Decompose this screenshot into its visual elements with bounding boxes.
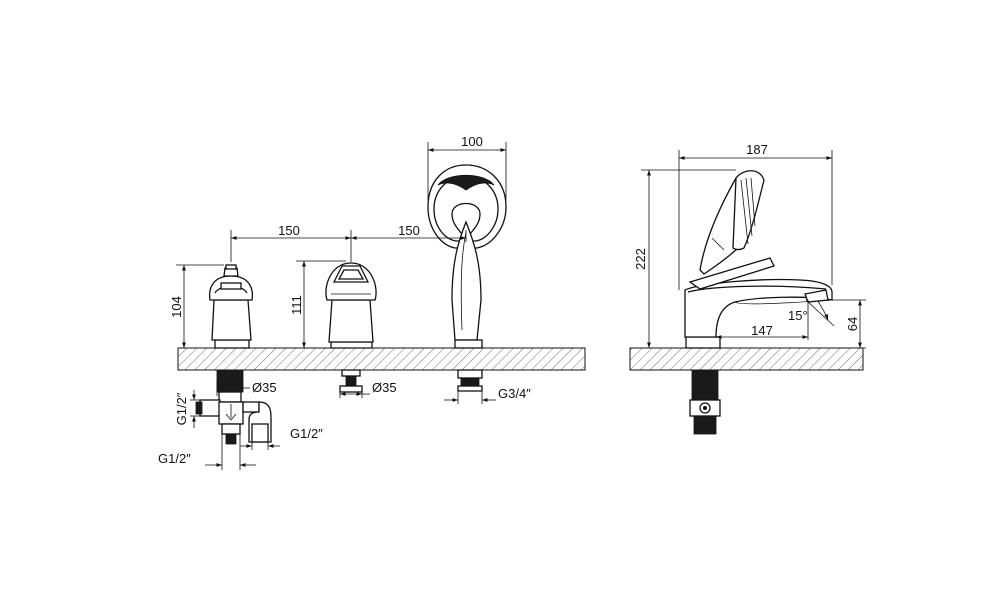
dim-thread-inlet-bottom: G1/2″ [158,451,191,466]
dim-valve-height: 111 [289,295,304,315]
dim-spout-width: 187 [746,142,768,157]
dim-spout-reach: 147 [751,323,773,338]
dim-handle-height: 104 [169,296,184,318]
countertop-section-right [629,347,864,371]
spout-side-view [684,170,833,435]
dim-thread-hose: G3/4″ [498,386,531,401]
dim-spout-angle: 15° [788,308,808,323]
countertop-section-left [177,347,586,371]
dim-spout-height: 222 [633,248,648,270]
dim-thread-outlet: G1/2″ [290,426,323,441]
diverter-handle-component [195,264,272,445]
hand-shower-component [427,164,507,392]
dim-diameter-handle: Ø35 [252,380,277,395]
dim-thread-inlet-vertical: G1/2″ [174,392,189,425]
dim-pitch-right: 150 [398,223,420,238]
dim-diameter-valve: Ø35 [372,380,397,395]
mixer-valve-component [325,262,377,393]
dim-spout-outlet-height: 64 [845,317,860,331]
dimension-lines [176,142,866,470]
dim-handshower-width: 100 [461,134,483,149]
dim-pitch-left: 150 [278,223,300,238]
